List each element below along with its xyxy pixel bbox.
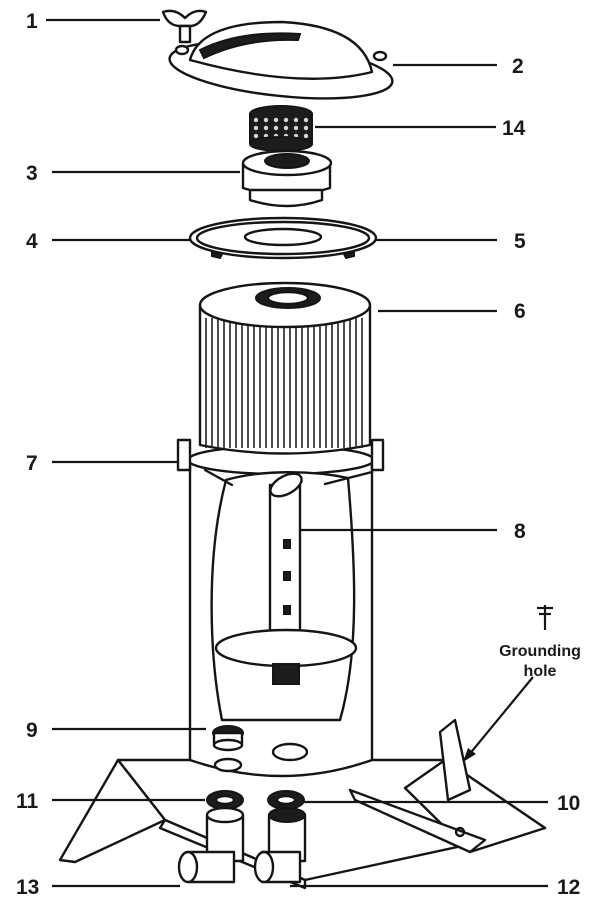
callout-11: 11 [16,790,39,813]
callout-10: 10 [557,792,580,815]
grounding-note: Grounding hole [499,605,581,680]
relief-valve [241,149,333,208]
callout-8: 8 [514,520,526,543]
plug-perforation [303,133,309,139]
callout-7: 7 [26,452,38,475]
plug-perforation [283,117,289,123]
grounding-label-line1: Grounding [499,643,581,660]
plug-perforation [253,125,259,131]
callout-labels: 1 2 3 4 5 6 7 8 9 10 11 12 13 14 [16,10,580,899]
plug-perforation [263,117,269,123]
filter-cartridge [198,281,372,455]
plug-perforation [273,117,279,123]
elbow-fitting-13 [177,806,245,884]
callout-6: 6 [514,300,526,323]
plug-perforation [303,125,309,131]
plug-perforation [273,125,279,131]
callout-5: 5 [514,230,526,253]
callout-1: 1 [26,10,38,33]
callout-3: 3 [26,162,38,185]
callout-2: 2 [512,55,524,78]
plug-perforation [293,125,299,131]
ground-symbol-icon [537,605,553,630]
plug-perforation [293,117,299,123]
leader-lines [46,18,548,888]
plug-perforation [253,133,259,139]
drain-fitting [212,725,244,752]
callout-4: 4 [26,230,38,253]
cover-gasket [188,216,378,260]
filter-plug [249,105,313,152]
gasket-11 [206,790,244,810]
plug-perforation [303,117,309,123]
callout-13: 13 [16,876,39,899]
callout-12: 12 [557,876,580,899]
elbow-fitting-12 [253,807,307,884]
plug-perforation [253,117,259,123]
callout-14: 14 [502,117,526,140]
housing-cover [168,20,394,100]
wing-nut [161,9,208,44]
grounding-label-line2: hole [524,663,557,680]
plug-perforation [263,125,269,131]
plug-perforation [283,125,289,131]
callout-9: 9 [26,719,38,742]
gasket-10 [267,790,305,810]
standpipe [214,472,358,685]
